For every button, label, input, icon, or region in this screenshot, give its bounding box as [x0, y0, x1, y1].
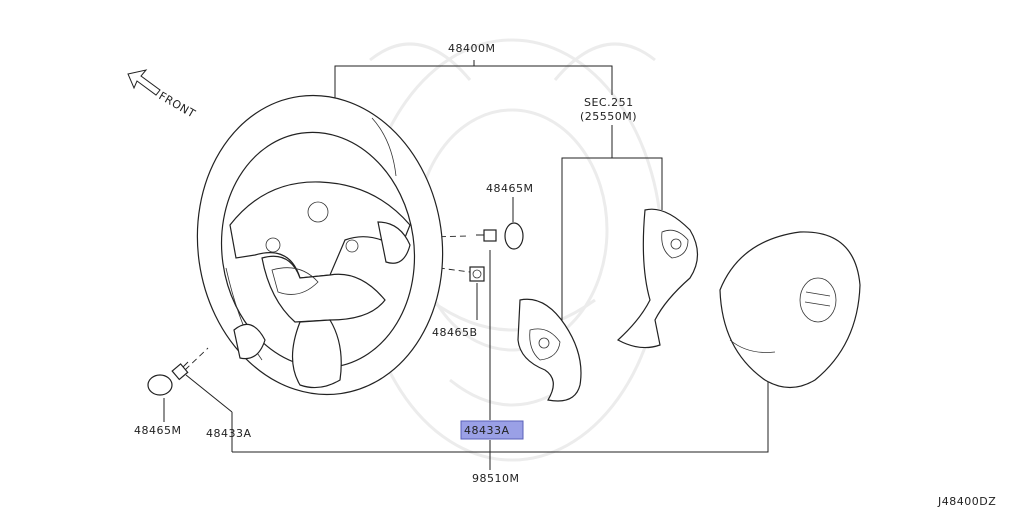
label-assembly[interactable]: 48400M — [448, 42, 495, 55]
label-sec-ref-line2[interactable]: (25550M) — [580, 110, 637, 123]
bolt-upper — [476, 229, 497, 242]
steering-wheel — [196, 94, 444, 396]
front-direction-indicator: FRONT — [127, 69, 198, 121]
switch-left-lower — [517, 298, 582, 402]
front-label: FRONT — [157, 89, 198, 120]
label-sec-ref-line1[interactable]: SEC.251 — [584, 96, 634, 109]
cap-lower — [147, 374, 173, 396]
label-nut[interactable]: 48465B — [432, 326, 478, 339]
label-cap-lower[interactable]: 48465M — [134, 424, 181, 437]
switch-right-upper — [616, 208, 699, 349]
label-bolt[interactable]: 48433A — [206, 427, 252, 440]
label-airbag[interactable]: 98510M — [472, 472, 519, 485]
label-highlighted-part[interactable]: 48433A — [464, 424, 510, 437]
nut — [469, 266, 485, 282]
bolt-lower — [171, 361, 189, 381]
cap-upper — [504, 222, 524, 250]
highlight-box — [460, 420, 524, 440]
label-cap-upper[interactable]: 48465M — [486, 182, 533, 195]
airbag-module — [719, 231, 861, 389]
drawing-id: J48400DZ — [937, 495, 996, 508]
leader-lines — [163, 60, 769, 470]
